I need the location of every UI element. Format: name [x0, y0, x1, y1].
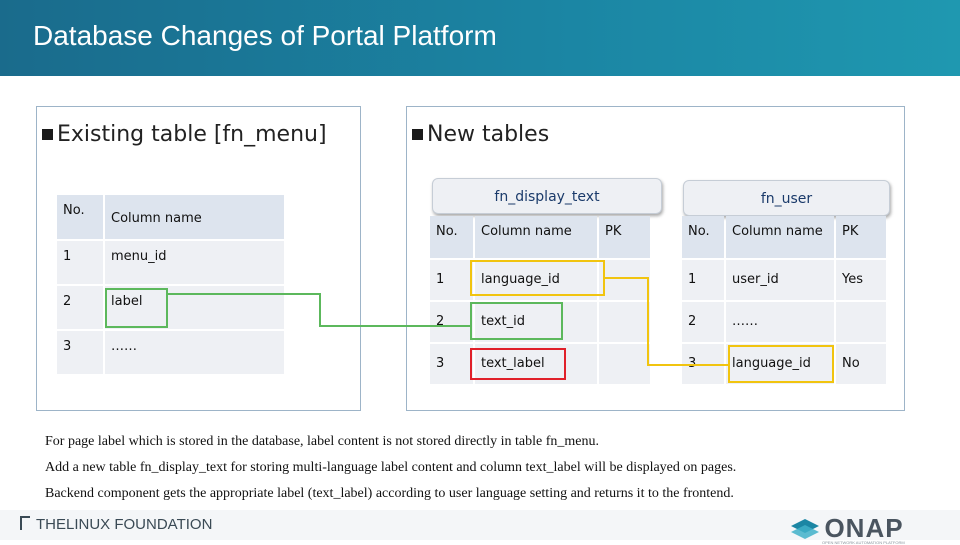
fn-user-table: No. Column name PK 1 user_id Yes 2 …… 3 … — [680, 214, 888, 386]
onap-logo: ONAP OPEN NETWORK AUTOMATION PLATFORM — [790, 513, 905, 545]
note-line: For page label which is stored in the da… — [45, 434, 600, 449]
label-to-text-id-connector — [168, 293, 470, 327]
table-cell — [599, 302, 650, 342]
bullet-icon — [412, 129, 423, 140]
table-header-row: No. Column name — [57, 195, 284, 239]
new-tables-heading: New tables — [412, 122, 549, 147]
table-row: 3 …… — [57, 331, 284, 374]
table-cell: …… — [726, 302, 834, 342]
language-id-highlight — [470, 260, 605, 296]
table-cell — [599, 260, 650, 300]
table-cell: language_id — [726, 344, 834, 384]
text-id-highlight — [470, 302, 563, 340]
language-id-connector — [605, 277, 728, 366]
existing-table-heading: Existing table [fn_menu] — [42, 122, 327, 147]
table-cell: menu_id — [105, 241, 284, 284]
onap-tagline: OPEN NETWORK AUTOMATION PLATFORM — [822, 540, 905, 545]
slide-title: Database Changes of Portal Platform — [33, 20, 497, 51]
title-bar: Database Changes of Portal Platform — [0, 0, 960, 76]
fn-display-text-label: fn_display_text — [432, 178, 662, 214]
header-cell-column-name: Column name — [105, 195, 284, 239]
table-cell: 3 — [430, 344, 473, 384]
table-cell: 3 — [57, 331, 103, 374]
table-cell: 2 — [430, 302, 473, 342]
table-cell: 1 — [57, 241, 103, 284]
text-label-highlight — [470, 348, 566, 380]
table-cell — [599, 344, 650, 384]
header-cell-no: No. — [682, 216, 724, 258]
table-cell: No — [836, 344, 886, 384]
table-cell: text_id — [475, 302, 597, 342]
table-cell: Yes — [836, 260, 886, 300]
header-cell-no: No. — [57, 195, 103, 239]
table-header-row: No. Column name PK — [682, 216, 886, 258]
header-cell-pk: PK — [836, 216, 886, 258]
table-cell: 1 — [682, 260, 724, 300]
label-highlight — [105, 288, 168, 328]
notes: For page label which is stored in the da… — [45, 429, 736, 507]
bullet-icon — [42, 129, 53, 140]
table-cell: …… — [105, 331, 284, 374]
header-cell-column-name: Column name — [726, 216, 834, 258]
table-cell: 2 — [682, 302, 724, 342]
linux-foundation-logo: THELINUX FOUNDATION — [20, 516, 212, 533]
table-row: 2 text_id — [430, 302, 650, 342]
table-cell: 2 — [57, 286, 103, 329]
header-cell-column-name: Column name — [475, 216, 597, 258]
table-cell: text_label — [475, 344, 597, 384]
table-header-row: No. Column name PK — [430, 216, 650, 258]
table-row: 3 text_label — [430, 344, 650, 384]
header-cell-no: No. — [430, 216, 473, 258]
table-row: 1 language_id — [430, 260, 650, 300]
header-cell-pk: PK — [599, 216, 650, 258]
table-row: 2 …… — [682, 302, 886, 342]
table-row: 1 menu_id — [57, 241, 284, 284]
user-language-id-highlight — [728, 345, 834, 383]
linux-foundation-mark-icon — [20, 516, 30, 530]
onap-mark-icon — [791, 518, 819, 539]
fn-user-label: fn_user — [683, 180, 890, 216]
note-line: Backend component gets the appropriate l… — [45, 486, 734, 501]
fn-display-text-table: No. Column name PK 1 language_id 2 text_… — [428, 214, 652, 386]
table-cell: language_id — [475, 260, 597, 300]
table-row: 3 language_id No — [682, 344, 886, 384]
table-row: 1 user_id Yes — [682, 260, 886, 300]
table-cell — [836, 302, 886, 342]
note-line: Add a new table fn_display_text for stor… — [45, 460, 737, 475]
fn-menu-table: No. Column name 1 menu_id 2 label 3 …… — [55, 193, 286, 376]
table-cell: 1 — [430, 260, 473, 300]
table-cell: user_id — [726, 260, 834, 300]
